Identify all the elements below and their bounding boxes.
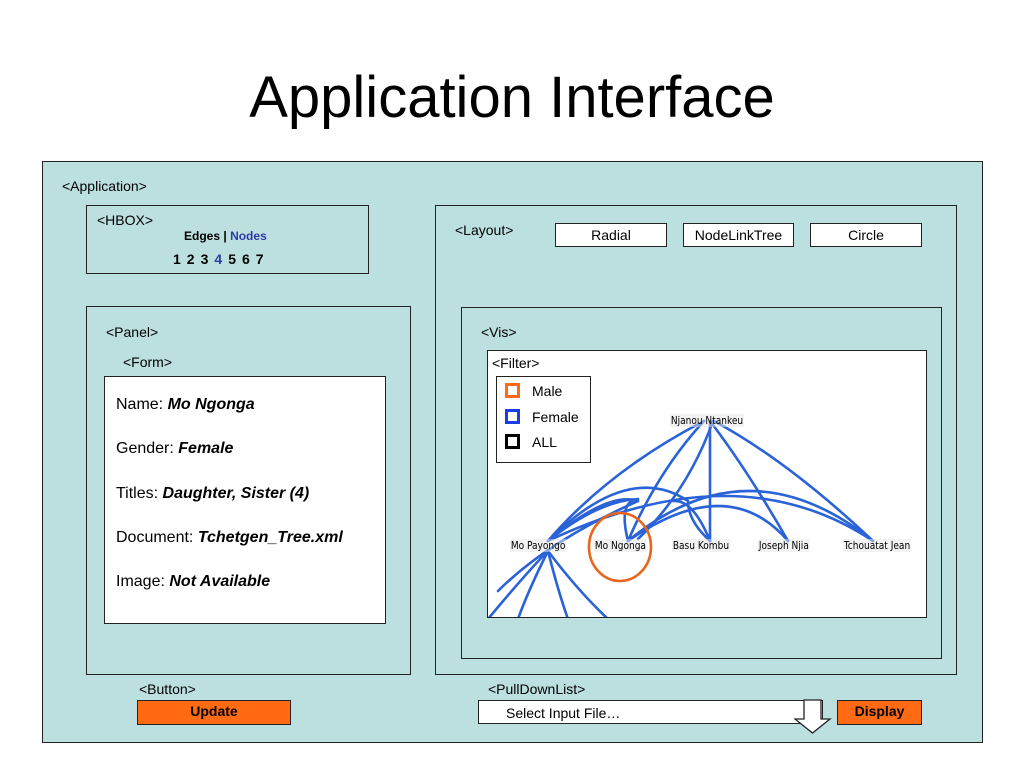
edges-toggle[interactable]: Edges bbox=[184, 229, 221, 243]
filter-legend: Male Female ALL bbox=[496, 376, 591, 463]
form-field-titles: Titles: Daughter, Sister (4) bbox=[116, 485, 310, 502]
male-checkbox-icon bbox=[505, 382, 520, 398]
filter-female[interactable]: Female bbox=[505, 408, 579, 426]
filter-male[interactable]: Male bbox=[505, 382, 563, 400]
form-field-document: Document: Tchetgen_Tree.xml bbox=[116, 529, 343, 546]
form-tag: <Form> bbox=[123, 354, 173, 370]
graph-edge bbox=[623, 497, 640, 543]
name-value: Mo Ngonga bbox=[167, 396, 255, 413]
graph-edge bbox=[488, 549, 550, 617]
layout-tag: <Layout> bbox=[455, 222, 514, 238]
level-6[interactable]: 6 bbox=[241, 251, 250, 267]
slide-title: Application Interface bbox=[249, 65, 775, 130]
graph-node[interactable]: Mo Payongo bbox=[510, 539, 567, 552]
graph-edge bbox=[712, 419, 875, 543]
file-select-value: Select Input File… bbox=[506, 705, 621, 721]
graph-node[interactable]: Tchouatat Jean bbox=[843, 539, 911, 552]
gender-value: Female bbox=[178, 440, 234, 457]
female-checkbox-icon bbox=[505, 408, 520, 424]
nodelinktree-layout-button[interactable]: NodeLinkTree bbox=[683, 223, 794, 247]
graph-edge bbox=[546, 419, 706, 543]
button-tag: <Button> bbox=[139, 681, 196, 697]
filter-male-label: Male bbox=[532, 383, 563, 399]
graph-node[interactable]: Basu Kombu bbox=[672, 539, 730, 552]
application-tag: <Application> bbox=[62, 178, 147, 194]
file-select-dropdown[interactable]: Select Input File… bbox=[478, 700, 823, 724]
radial-layout-button[interactable]: Radial bbox=[555, 223, 667, 247]
pulldown-tag: <PullDownList> bbox=[488, 681, 586, 697]
graph-edge bbox=[708, 419, 790, 543]
level-7[interactable]: 7 bbox=[255, 251, 264, 267]
dropdown-arrow-icon[interactable] bbox=[794, 699, 832, 735]
form-field-gender: Gender: Female bbox=[116, 440, 234, 457]
toggle-separator: | bbox=[223, 229, 227, 243]
graph-edge bbox=[517, 549, 550, 617]
graph-node[interactable]: Joseph Njia bbox=[758, 539, 810, 552]
vis-container: <Vis> <Filter> Njanou Ntankeu Mo Payongo… bbox=[461, 307, 942, 659]
detail-form: Name: Mo Ngonga Gender: Female Titles: D… bbox=[104, 376, 386, 624]
level-1[interactable]: 1 bbox=[173, 251, 181, 267]
level-3[interactable]: 3 bbox=[200, 251, 209, 267]
level-5[interactable]: 5 bbox=[228, 251, 236, 267]
filter-female-label: Female bbox=[532, 409, 579, 425]
panel-tag: <Panel> bbox=[106, 324, 159, 340]
graph-edge bbox=[626, 419, 706, 543]
vis-tag: <Vis> bbox=[481, 324, 517, 340]
filter-tag: <Filter> bbox=[492, 355, 540, 371]
update-button[interactable]: Update bbox=[137, 700, 291, 725]
circle-layout-button[interactable]: Circle bbox=[810, 223, 922, 247]
form-field-image: Image: Not Available bbox=[116, 573, 271, 590]
level-4-selected[interactable]: 4 bbox=[214, 251, 223, 267]
graph-canvas[interactable]: <Filter> Njanou Ntankeu Mo Payongo Mo Ng… bbox=[487, 350, 927, 618]
display-button[interactable]: Display bbox=[837, 700, 922, 725]
graph-edge bbox=[626, 504, 790, 543]
graph-edge bbox=[546, 486, 712, 543]
titles-value: Daughter, Sister (4) bbox=[162, 485, 310, 502]
graph-edge bbox=[546, 549, 569, 617]
filter-all-label: ALL bbox=[532, 434, 557, 450]
panel-container: <Panel> <Form> Name: Mo Ngonga Gender: F… bbox=[86, 306, 411, 675]
graph-edge bbox=[671, 499, 712, 543]
filter-all[interactable]: ALL bbox=[505, 433, 557, 451]
form-field-name: Name: Mo Ngonga bbox=[116, 396, 255, 413]
edges-nodes-toggle: Edges | Nodes bbox=[184, 229, 267, 243]
all-checkbox-icon bbox=[505, 433, 520, 449]
image-value: Not Available bbox=[169, 573, 271, 590]
graph-edge bbox=[546, 497, 640, 543]
graph-node-highlighted[interactable]: Mo Ngonga bbox=[594, 539, 647, 552]
layout-container: <Layout> Radial NodeLinkTree Circle <Vis… bbox=[435, 205, 957, 675]
nodes-toggle[interactable]: Nodes bbox=[230, 229, 267, 243]
level-2[interactable]: 2 bbox=[186, 251, 195, 267]
graph-node[interactable]: Njanou Ntankeu bbox=[670, 414, 744, 427]
graph-edge bbox=[546, 549, 608, 617]
graph-edges bbox=[488, 419, 875, 617]
hbox-tag: <HBOX> bbox=[97, 212, 154, 228]
document-value: Tchetgen_Tree.xml bbox=[197, 529, 343, 546]
graph-edge bbox=[626, 489, 875, 543]
